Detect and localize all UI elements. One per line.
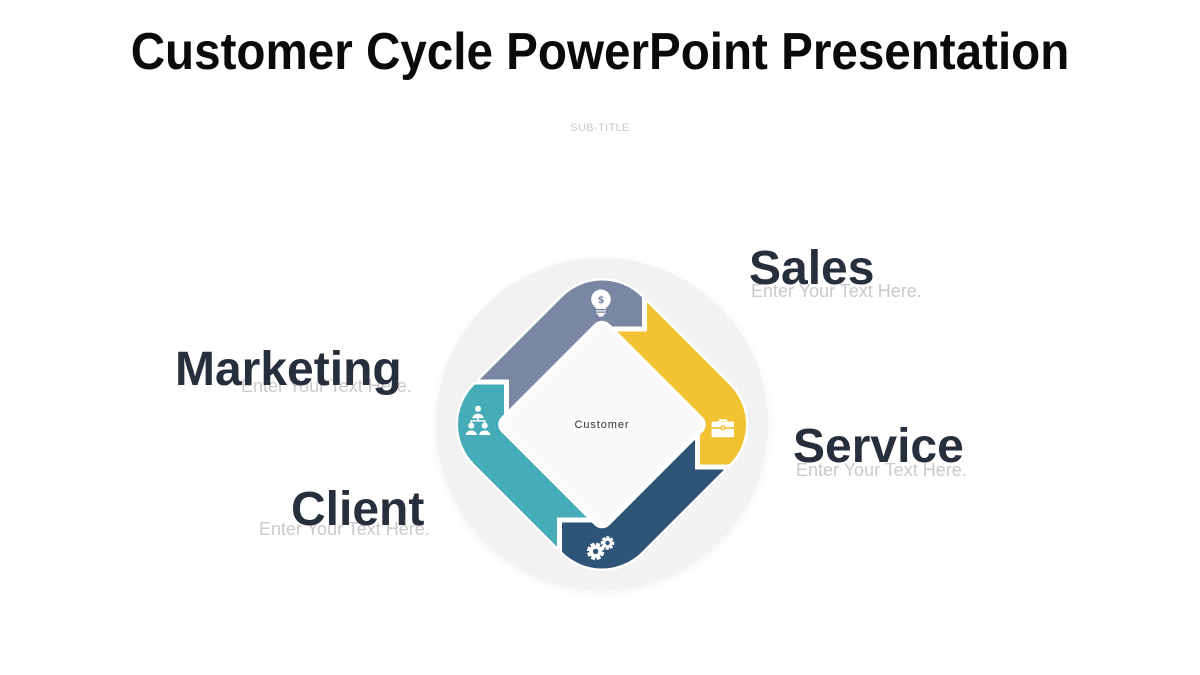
hint-service[interactable]: Enter Your Text Here. (796, 460, 967, 480)
hint-client[interactable]: Enter Your Text Here. (259, 519, 430, 539)
label-client[interactable]: Client (291, 483, 425, 536)
hint-sales[interactable]: Enter Your Text Here. (751, 281, 922, 301)
svg-text:$: $ (598, 295, 605, 306)
hint-marketing[interactable]: Enter Your Text Here. (241, 376, 412, 396)
slide-title: Customer Cycle PowerPoint Presentation (130, 23, 1070, 81)
gears-icon (586, 536, 615, 561)
label-sales[interactable]: Sales (749, 242, 875, 295)
center-label: Customer (575, 419, 630, 431)
briefcase-icon (711, 419, 734, 438)
center-diamond (498, 320, 706, 529)
label-service[interactable]: Service (793, 420, 964, 473)
slide-subtitle: SUB-TITLE (570, 122, 630, 134)
people-icon (465, 405, 491, 435)
lightbulb-icon: $ (591, 289, 611, 317)
label-marketing[interactable]: Marketing (175, 343, 402, 396)
